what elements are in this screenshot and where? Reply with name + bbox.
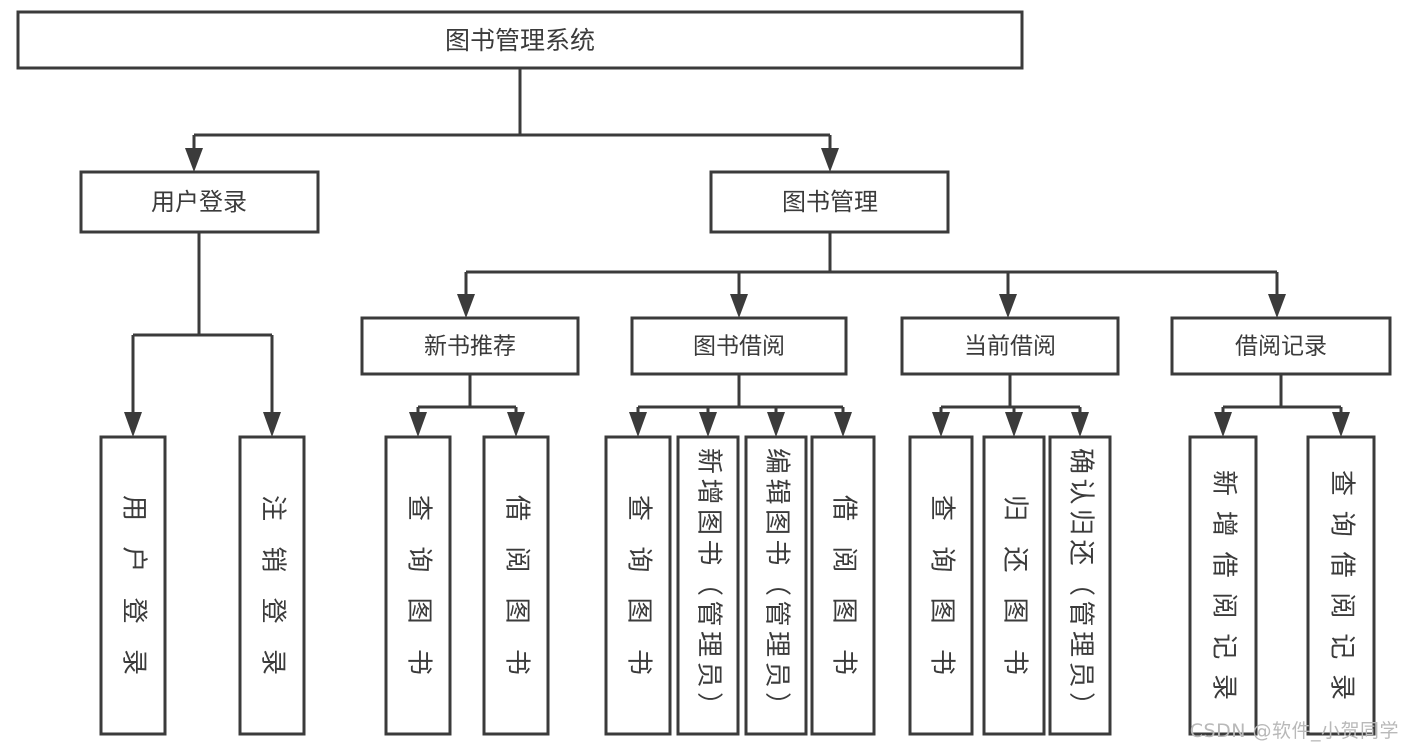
user-login-box[interactable] (79, 170, 320, 234)
user-login-label: 用户登录 (151, 188, 247, 216)
book-borrow-label: 图书借阅 (693, 334, 785, 360)
connector-layer (124, 68, 1350, 437)
arrow-to-leaf-query-book-3 (932, 412, 950, 437)
node-leaf-add-book[interactable]: 新增图书（管理员） (676, 435, 740, 736)
borrow-record-box[interactable] (1170, 316, 1392, 376)
leaf-add-book-box[interactable] (676, 435, 740, 736)
arrow-to-leaf-borrow-book-1 (507, 412, 525, 437)
leaf-add-book-label: 新增图书（管理员） (694, 448, 724, 718)
node-leaf-borrow-book-2[interactable]: 借阅图书 (810, 435, 876, 736)
arrow-to-leaf-query-book-2 (629, 412, 647, 437)
node-current-borrow[interactable]: 当前借阅 (900, 316, 1120, 376)
leaf-confirm-return-label: 确认归还（管理员） (1066, 448, 1096, 718)
node-leaf-edit-book[interactable]: 编辑图书（管理员） (744, 435, 808, 736)
arrow-to-leaf-query-record (1332, 412, 1350, 437)
borrow-record-label: 借阅记录 (1235, 334, 1327, 360)
leaf-query-book-2-box[interactable] (604, 435, 672, 736)
node-leaf-query-book-1[interactable]: 查询图书 (384, 435, 452, 736)
book-borrow-box[interactable] (630, 316, 848, 376)
arrow-to-book-borrow (730, 294, 748, 318)
node-new-book-recommend[interactable]: 新书推荐 (360, 316, 580, 376)
node-borrow-record[interactable]: 借阅记录 (1170, 316, 1392, 376)
node-leaf-query-book-3[interactable]: 查询图书 (908, 435, 974, 736)
leaf-confirm-return-box[interactable] (1048, 435, 1112, 736)
root-box[interactable] (16, 10, 1024, 70)
node-leaf-logout[interactable]: 注销登录 (238, 435, 306, 736)
arrow-to-leaf-add-book (699, 412, 717, 437)
book-manage-label: 图书管理 (782, 188, 878, 216)
arrow-to-leaf-borrow-book-2 (834, 412, 852, 437)
arrow-to-current-borrow (999, 294, 1017, 318)
leaf-borrow-book-2-box[interactable] (810, 435, 876, 736)
leaf-add-record-box[interactable] (1188, 435, 1258, 736)
node-leaf-confirm-return[interactable]: 确认归还（管理员） (1048, 435, 1112, 736)
node-book-manage[interactable]: 图书管理 (709, 170, 950, 234)
arrow-to-leaf-query-book-1 (409, 412, 427, 437)
arrow-to-borrow-record (1268, 294, 1286, 318)
node-leaf-add-record[interactable]: 新增借阅记录 (1188, 435, 1258, 736)
leaf-query-record-box[interactable] (1306, 435, 1376, 736)
node-root[interactable]: 图书管理系统 (16, 10, 1024, 70)
leaf-query-book-3-box[interactable] (908, 435, 974, 736)
node-leaf-query-record[interactable]: 查询借阅记录 (1306, 435, 1376, 736)
new-book-recommend-label: 新书推荐 (424, 334, 516, 360)
arrow-to-book-manage (821, 148, 839, 172)
node-book-borrow[interactable]: 图书借阅 (630, 316, 848, 376)
root-label: 图书管理系统 (445, 26, 595, 55)
leaf-logout-box[interactable] (238, 435, 306, 736)
node-leaf-borrow-book-1[interactable]: 借阅图书 (482, 435, 550, 736)
book-manage-box[interactable] (709, 170, 950, 234)
arrow-to-leaf-logout (263, 412, 281, 437)
node-leaf-return-book[interactable]: 归还图书 (982, 435, 1046, 736)
leaf-user-login-box[interactable] (99, 435, 167, 736)
leaf-edit-book-box[interactable] (744, 435, 808, 736)
arrow-to-leaf-return-book (1005, 412, 1023, 437)
arrow-to-leaf-confirm-return (1071, 412, 1089, 437)
arrow-to-leaf-add-record (1214, 412, 1232, 437)
node-leaf-user-login[interactable]: 用户登录 (99, 435, 167, 736)
current-borrow-box[interactable] (900, 316, 1120, 376)
arrow-to-leaf-edit-book (767, 412, 785, 437)
leaf-edit-book-label: 编辑图书（管理员） (762, 448, 792, 718)
leaf-return-book-box[interactable] (982, 435, 1046, 736)
leaf-query-book-1-box[interactable] (384, 435, 452, 736)
csdn-watermark: CSDN @软件_小贺同学 (1189, 720, 1399, 742)
arrow-to-new-book-recommend (457, 294, 475, 318)
arrow-to-user-login (185, 148, 203, 172)
arrow-to-leaf-user-login (124, 412, 142, 437)
node-leaf-query-book-2[interactable]: 查询图书 (604, 435, 672, 736)
new-book-recommend-box[interactable] (360, 316, 580, 376)
node-user-login[interactable]: 用户登录 (79, 170, 320, 234)
leaf-borrow-book-1-box[interactable] (482, 435, 550, 736)
current-borrow-label: 当前借阅 (964, 334, 1056, 360)
